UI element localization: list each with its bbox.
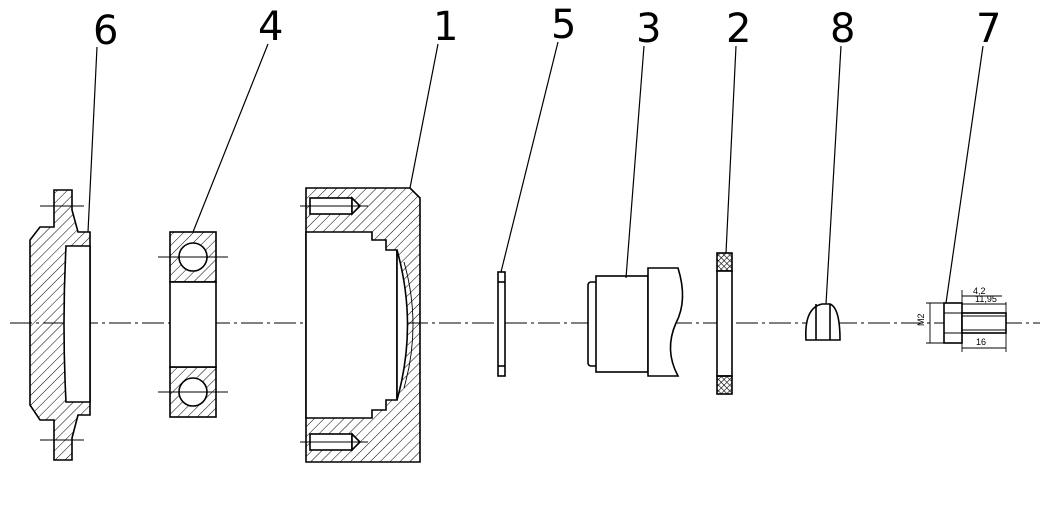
part-1-housing [300,187,421,463]
part-number-label: 4 [258,4,283,50]
part-number-label: 8 [830,6,855,52]
part-6-flange [29,189,91,461]
dimension-label: M2 [916,313,926,326]
part-8-cap [805,303,841,341]
part-number-label: 2 [726,6,751,52]
part-5-washer [497,271,506,377]
dimension-label: 16 [976,337,986,347]
part-number-label: 3 [636,6,661,52]
part-3-shaft [587,267,684,377]
dimension-label: 4,2 [973,286,986,296]
part-number-label: 7 [976,6,1001,52]
part-4-bearing [158,231,228,418]
part-number-label: 5 [551,2,576,48]
part-number-label: 6 [93,8,118,54]
leader-lines [87,41,984,305]
part-2-seal-ring [716,252,733,395]
dimension-label: 11,95 [975,294,997,304]
part-number-label: 1 [433,4,458,50]
part-7-bolt [926,290,1007,352]
